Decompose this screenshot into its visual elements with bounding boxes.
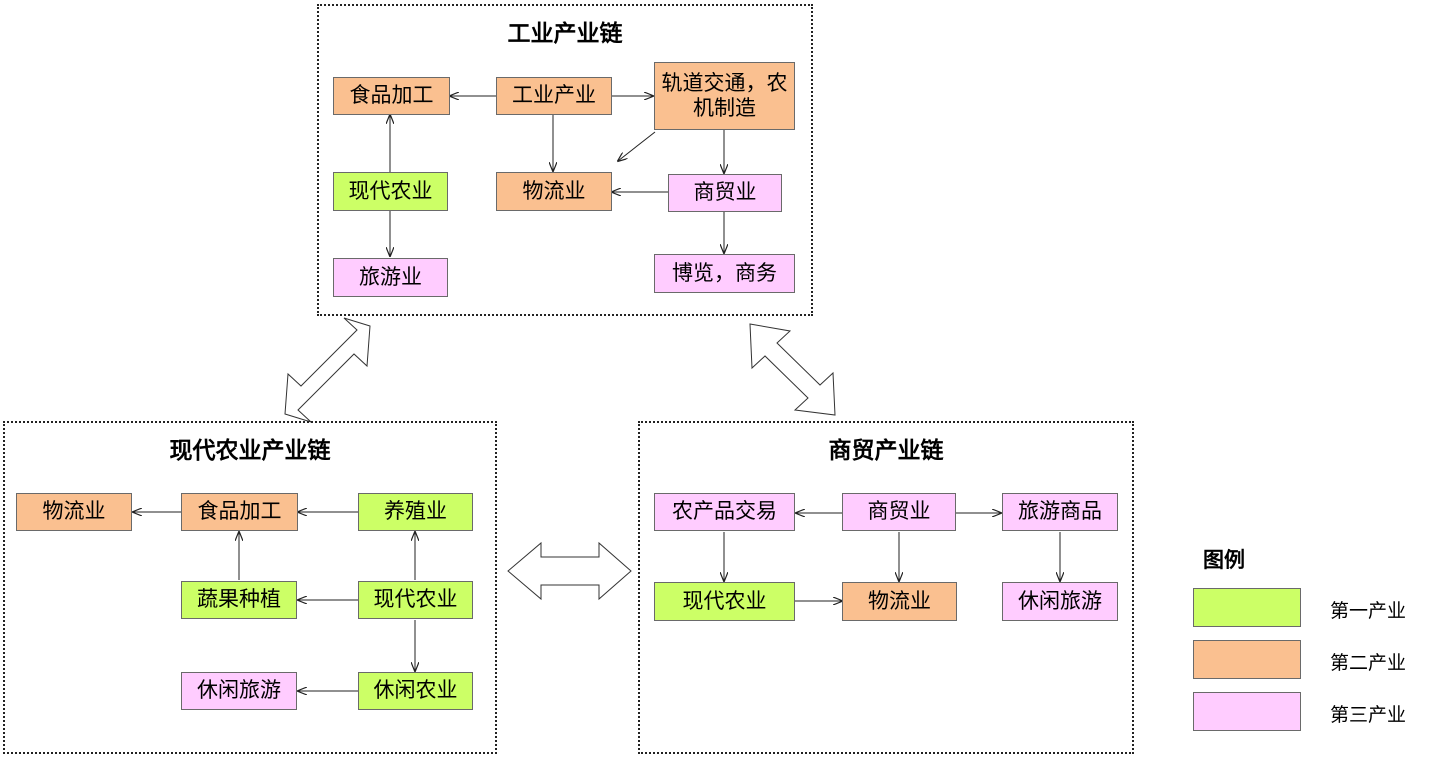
node-food-processing: 食品加工 [333,77,450,115]
double-arrow-agriculture-commerce [507,541,632,601]
panel-title: 工业产业链 [507,21,623,47]
node-industry: 工业产业 [496,77,612,115]
node-commerce: 商贸业 [668,174,782,212]
legend-label-secondary: 第二产业 [1330,652,1407,674]
agriculture-chain-panel: 现代农业产业链 [3,421,497,754]
node-food-processing: 食品加工 [181,493,298,531]
node-vegetable-planting: 蔬果种植 [181,581,297,619]
legend-title: 图例 [1203,548,1245,572]
legend-swatch-tertiary [1193,692,1301,731]
node-leisure-tourism: 休闲旅游 [181,672,297,710]
legend-label-tertiary: 第三产业 [1330,704,1407,726]
panel-title: 商贸产业链 [828,438,944,464]
node-modern-agriculture: 现代农业 [358,581,473,619]
node-tourism-goods: 旅游商品 [1002,493,1118,531]
node-modern-agriculture: 现代农业 [654,582,795,621]
node-logistics: 物流业 [496,172,612,211]
legend-swatch-secondary [1193,640,1301,679]
legend-swatch-primary [1193,588,1301,627]
commerce-chain-panel: 商贸产业链 [638,421,1134,754]
node-expo-business: 博览，商务 [654,254,795,293]
node-rail-transit-agri-machinery: 轨道交通，农机制造 [654,62,795,130]
node-leisure-agriculture: 休闲农业 [358,672,473,710]
panel-title: 现代农业产业链 [169,438,331,464]
node-tourism: 旅游业 [333,258,448,297]
node-leisure-tourism: 休闲旅游 [1002,582,1118,621]
node-breeding: 养殖业 [358,493,473,531]
node-produce-trading: 农产品交易 [654,493,795,531]
legend-label-primary: 第一产业 [1330,600,1407,622]
arrow-rail-to-logistics [618,131,656,161]
industrial-chain-panel: 工业产业链 [317,4,813,316]
node-logistics: 物流业 [842,582,957,621]
node-modern-agriculture: 现代农业 [333,172,448,211]
double-arrow-industrial-agriculture [284,317,371,423]
node-commerce: 商贸业 [842,493,956,531]
node-logistics: 物流业 [16,493,132,531]
double-arrow-industrial-commerce [749,323,836,416]
